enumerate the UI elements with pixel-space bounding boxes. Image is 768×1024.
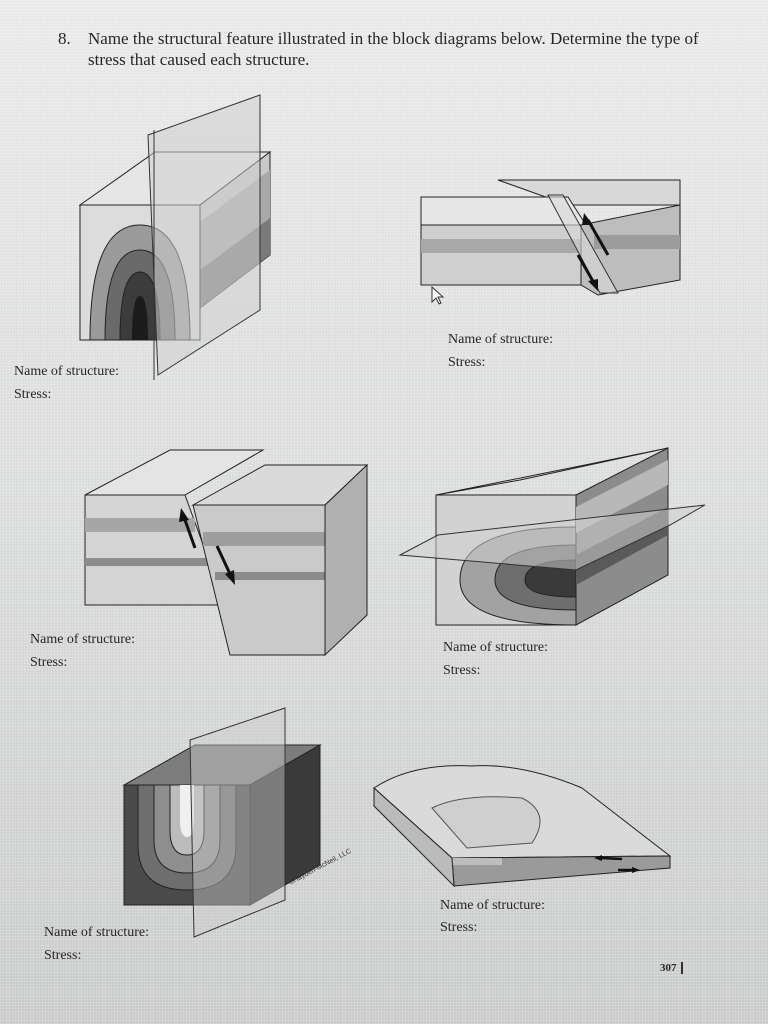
question-number: 8. [58, 29, 71, 48]
stress-label-1: Stress: [14, 387, 52, 402]
stress-label-3: Stress: [30, 655, 68, 670]
normal-fault-diagram [84, 449, 369, 657]
stress-label-2: Stress: [448, 355, 486, 370]
name-label-6: Name of structure: [44, 925, 149, 940]
page-number: 307 [660, 962, 683, 974]
stress-label-4: Stress: [443, 663, 481, 678]
syncline-diagram: ©Hayden-McNeil, LLC [122, 707, 353, 938]
syncline-plunging-diagram [398, 447, 706, 626]
thrust-fault-diagram [373, 765, 672, 888]
cursor-icon [431, 286, 445, 305]
reverse-fault-diagram [420, 179, 681, 296]
name-label-4: Name of structure: [443, 640, 548, 655]
name-label-1: Name of structure: [14, 364, 119, 379]
name-label-3: Name of structure: [30, 632, 135, 647]
question-text: Name the structural feature illustrated … [88, 29, 699, 69]
anticline-diagram [78, 94, 272, 380]
name-label-2: Name of structure: [448, 332, 553, 347]
name-label-5: Name of structure: [440, 898, 545, 913]
stress-label-6: Stress: [44, 948, 82, 963]
stress-label-5: Stress: [440, 920, 478, 935]
